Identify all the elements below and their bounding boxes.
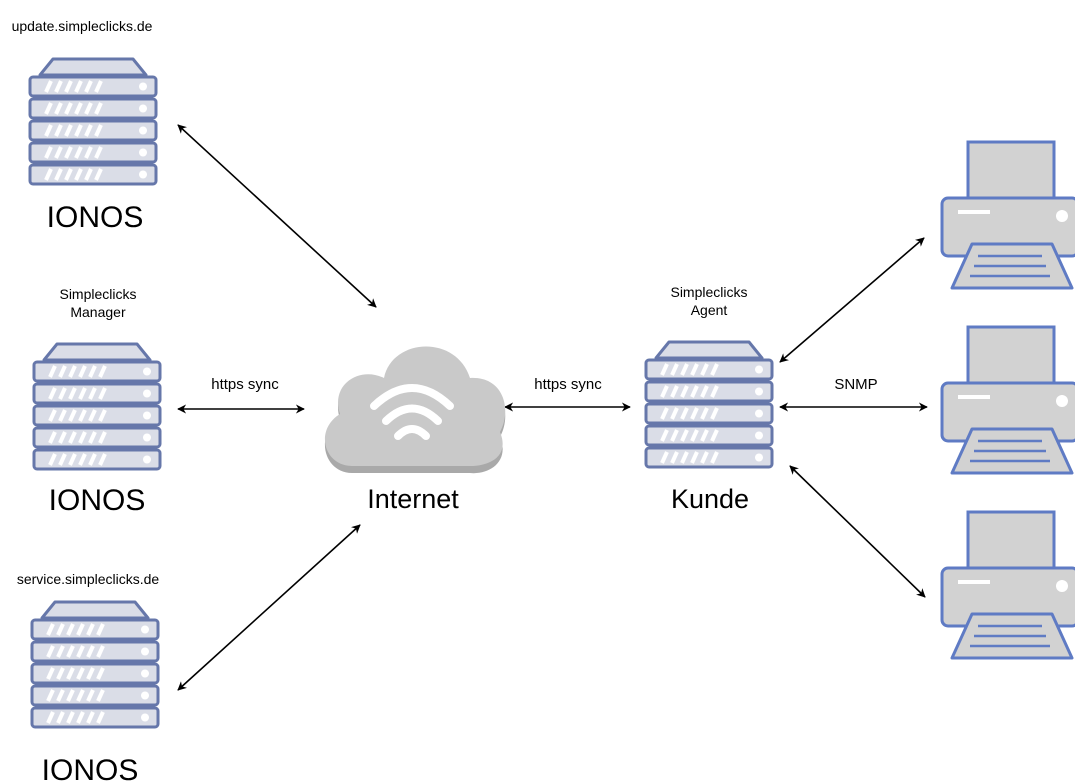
printer-icon [940,140,1075,290]
service-server-provider: IONOS [42,754,139,784]
printer-icon [940,510,1075,660]
server-icon [646,342,772,467]
update-server-provider: IONOS [47,201,144,234]
manager-server-title-1: Simpleclicks [59,286,136,302]
update-server-node: update.simpleclicks.de IONOS [12,18,156,234]
manager-server-title-2: Manager [70,304,126,320]
update-server-host: update.simpleclicks.de [12,18,153,34]
edge-label-manager-internet: https sync [211,376,279,393]
agent-server-location: Kunde [671,484,749,514]
edge-service-internet [177,524,361,691]
server-icon [34,344,160,469]
service-server-node: service.simpleclicks.de IONOS [17,571,160,784]
service-server-host: service.simpleclicks.de [17,571,160,587]
edge-update-internet [177,124,377,308]
agent-server-title-2: Agent [691,302,728,318]
internet-label: Internet [367,484,459,514]
printer-icon [940,325,1075,475]
cloud-wifi-icon [324,346,506,474]
server-icon [32,602,158,727]
server-icon [30,59,156,184]
manager-server-provider: IONOS [49,484,146,517]
edge-label-internet-agent: https sync [534,376,602,393]
edge-agent-printer-1 [779,237,925,363]
edge-label-snmp: SNMP [834,376,877,393]
edge-agent-printer-3 [789,465,926,598]
connections [177,124,928,691]
manager-server-node: Simpleclicks Manager IONOS [34,286,160,517]
internet-node: Internet [324,346,506,514]
agent-server-title-1: Simpleclicks [670,284,747,300]
agent-server-node: Simpleclicks Agent Kunde [646,284,772,514]
